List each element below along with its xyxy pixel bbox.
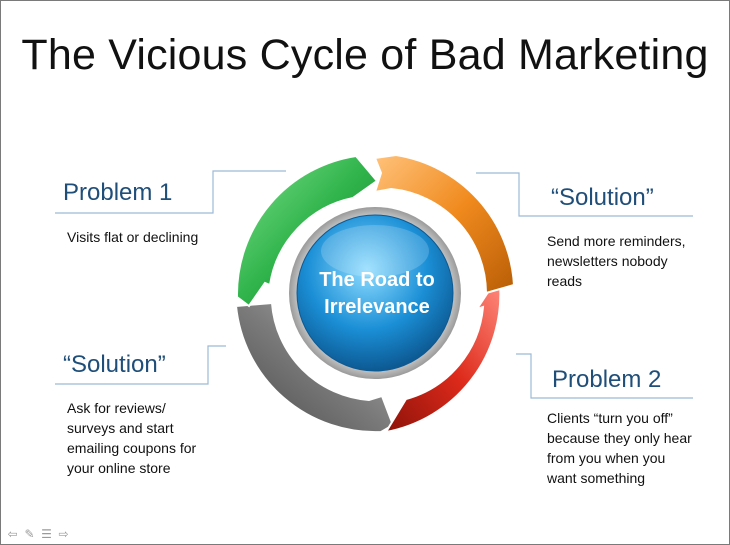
callout-line-bottom-left xyxy=(55,345,226,385)
slide-title: The Vicious Cycle of Bad Marketing xyxy=(21,31,709,79)
next-arrow-icon[interactable]: ⇨ xyxy=(58,527,69,541)
prev-arrow-icon[interactable]: ⇦ xyxy=(7,527,18,541)
callout-line: reads xyxy=(547,273,583,289)
callout-line: from you when you xyxy=(547,450,666,466)
callout-line: Clients “turn you off” xyxy=(547,410,673,426)
center-highlight xyxy=(321,225,429,277)
callout-line-bottom-right xyxy=(516,353,693,399)
cycle-arrow-red xyxy=(383,281,502,434)
menu-icon[interactable]: ☰ xyxy=(41,527,52,541)
callout-heading-top-left: Problem 1 xyxy=(63,179,173,206)
callout-line-top-left xyxy=(55,170,286,214)
callout-text-top-right: Send more reminders, newsletters nobody … xyxy=(547,231,686,291)
callout-text-top-left: Visits flat or declining xyxy=(67,227,198,247)
callout-heading-top-right: “Solution” xyxy=(551,184,654,211)
callout-line: newsletters nobody xyxy=(547,253,668,269)
callout-text-bottom-left: Ask for reviews/ surveys and start email… xyxy=(67,398,196,478)
callout-text-bottom-right: Clients “turn you off” because they only… xyxy=(547,408,692,488)
center-circle xyxy=(296,214,454,372)
pen-icon[interactable]: ✎ xyxy=(24,527,35,541)
callout-heading-bottom-left: “Solution” xyxy=(63,351,166,378)
callout-line: surveys and start xyxy=(67,420,174,436)
slide-nav-controls: ⇦ ✎ ☰ ⇨ xyxy=(5,528,71,540)
callout-line: emailing coupons for xyxy=(67,440,197,456)
callout-line: want something xyxy=(547,470,646,486)
center-label-line1: The Road to xyxy=(319,269,435,291)
callout-line: your online store xyxy=(67,460,171,476)
callout-line-top-right xyxy=(476,172,693,217)
cycle-arrow-green xyxy=(235,154,379,308)
callout-line: Send more reminders, xyxy=(547,233,686,249)
callout-line: Ask for reviews/ xyxy=(67,400,166,416)
callout-heading-bottom-right: Problem 2 xyxy=(552,366,662,393)
cycle-arrow-orange xyxy=(373,153,516,295)
center-label-line2: Irrelevance xyxy=(324,296,430,318)
callout-line: because they only hear xyxy=(547,430,692,446)
cycle-arrow-gray xyxy=(234,301,395,434)
callout-line: Visits flat or declining xyxy=(67,229,199,245)
